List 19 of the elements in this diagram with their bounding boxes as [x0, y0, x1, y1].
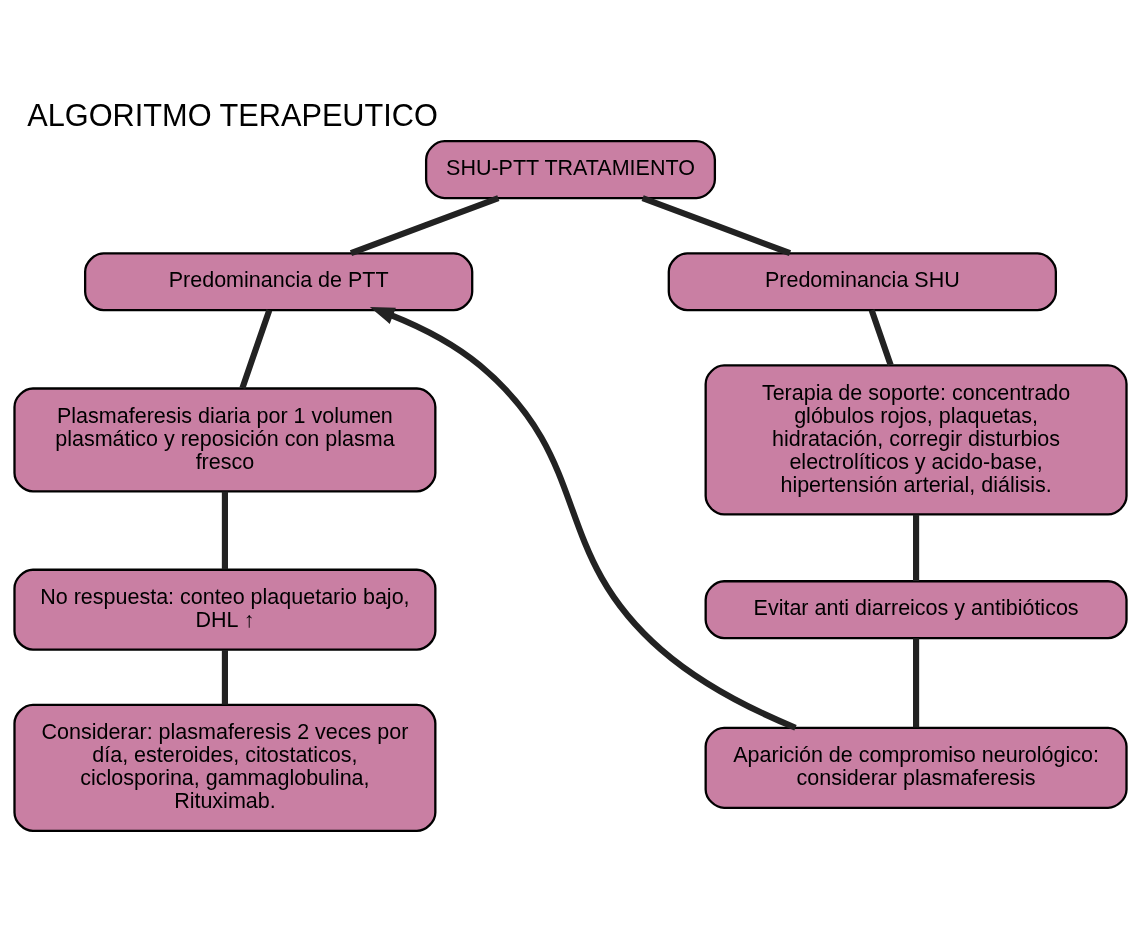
- connector: [349, 195, 500, 257]
- node-box: Predominancia de PTT: [84, 252, 474, 312]
- connector: [913, 514, 920, 581]
- connector: [221, 649, 228, 705]
- node-box: Predominancia SHU: [667, 252, 1057, 312]
- node-box: No respuesta: conteo plaquetario bajo, DHL ↑: [13, 568, 437, 651]
- connector: [641, 195, 792, 257]
- node-box: Plasmaferesis diaria por 1 volumen plasmático y reposición con plasma fresco: [13, 387, 437, 493]
- connector: [221, 491, 228, 570]
- node-box: SHU-PTT TRATAMIENTO: [424, 140, 717, 200]
- node-box: Aparición de compromiso neurológico: considerar plasmaferesis: [704, 726, 1128, 809]
- node-box: Evitar anti diarreicos y antibióticos: [704, 580, 1128, 640]
- connector: [913, 638, 920, 728]
- node-box: Considerar: plasmaferesis 2 veces por día, esteroides, citostaticos, ciclosporina, gammaglobulina, Rituximab.: [13, 703, 437, 832]
- node-box: Terapia de soporte: concentrado glóbulos rojos, plaquetas, hidratación, corregir disturbios electrolíticos y acido-base, hipertensión arterial, diálisis.: [704, 364, 1128, 516]
- arrow: [369, 307, 797, 731]
- diagram-title: ALGORITMO TERAPEUTICO: [27, 97, 438, 133]
- connector: [868, 309, 894, 367]
- connector: [239, 309, 273, 389]
